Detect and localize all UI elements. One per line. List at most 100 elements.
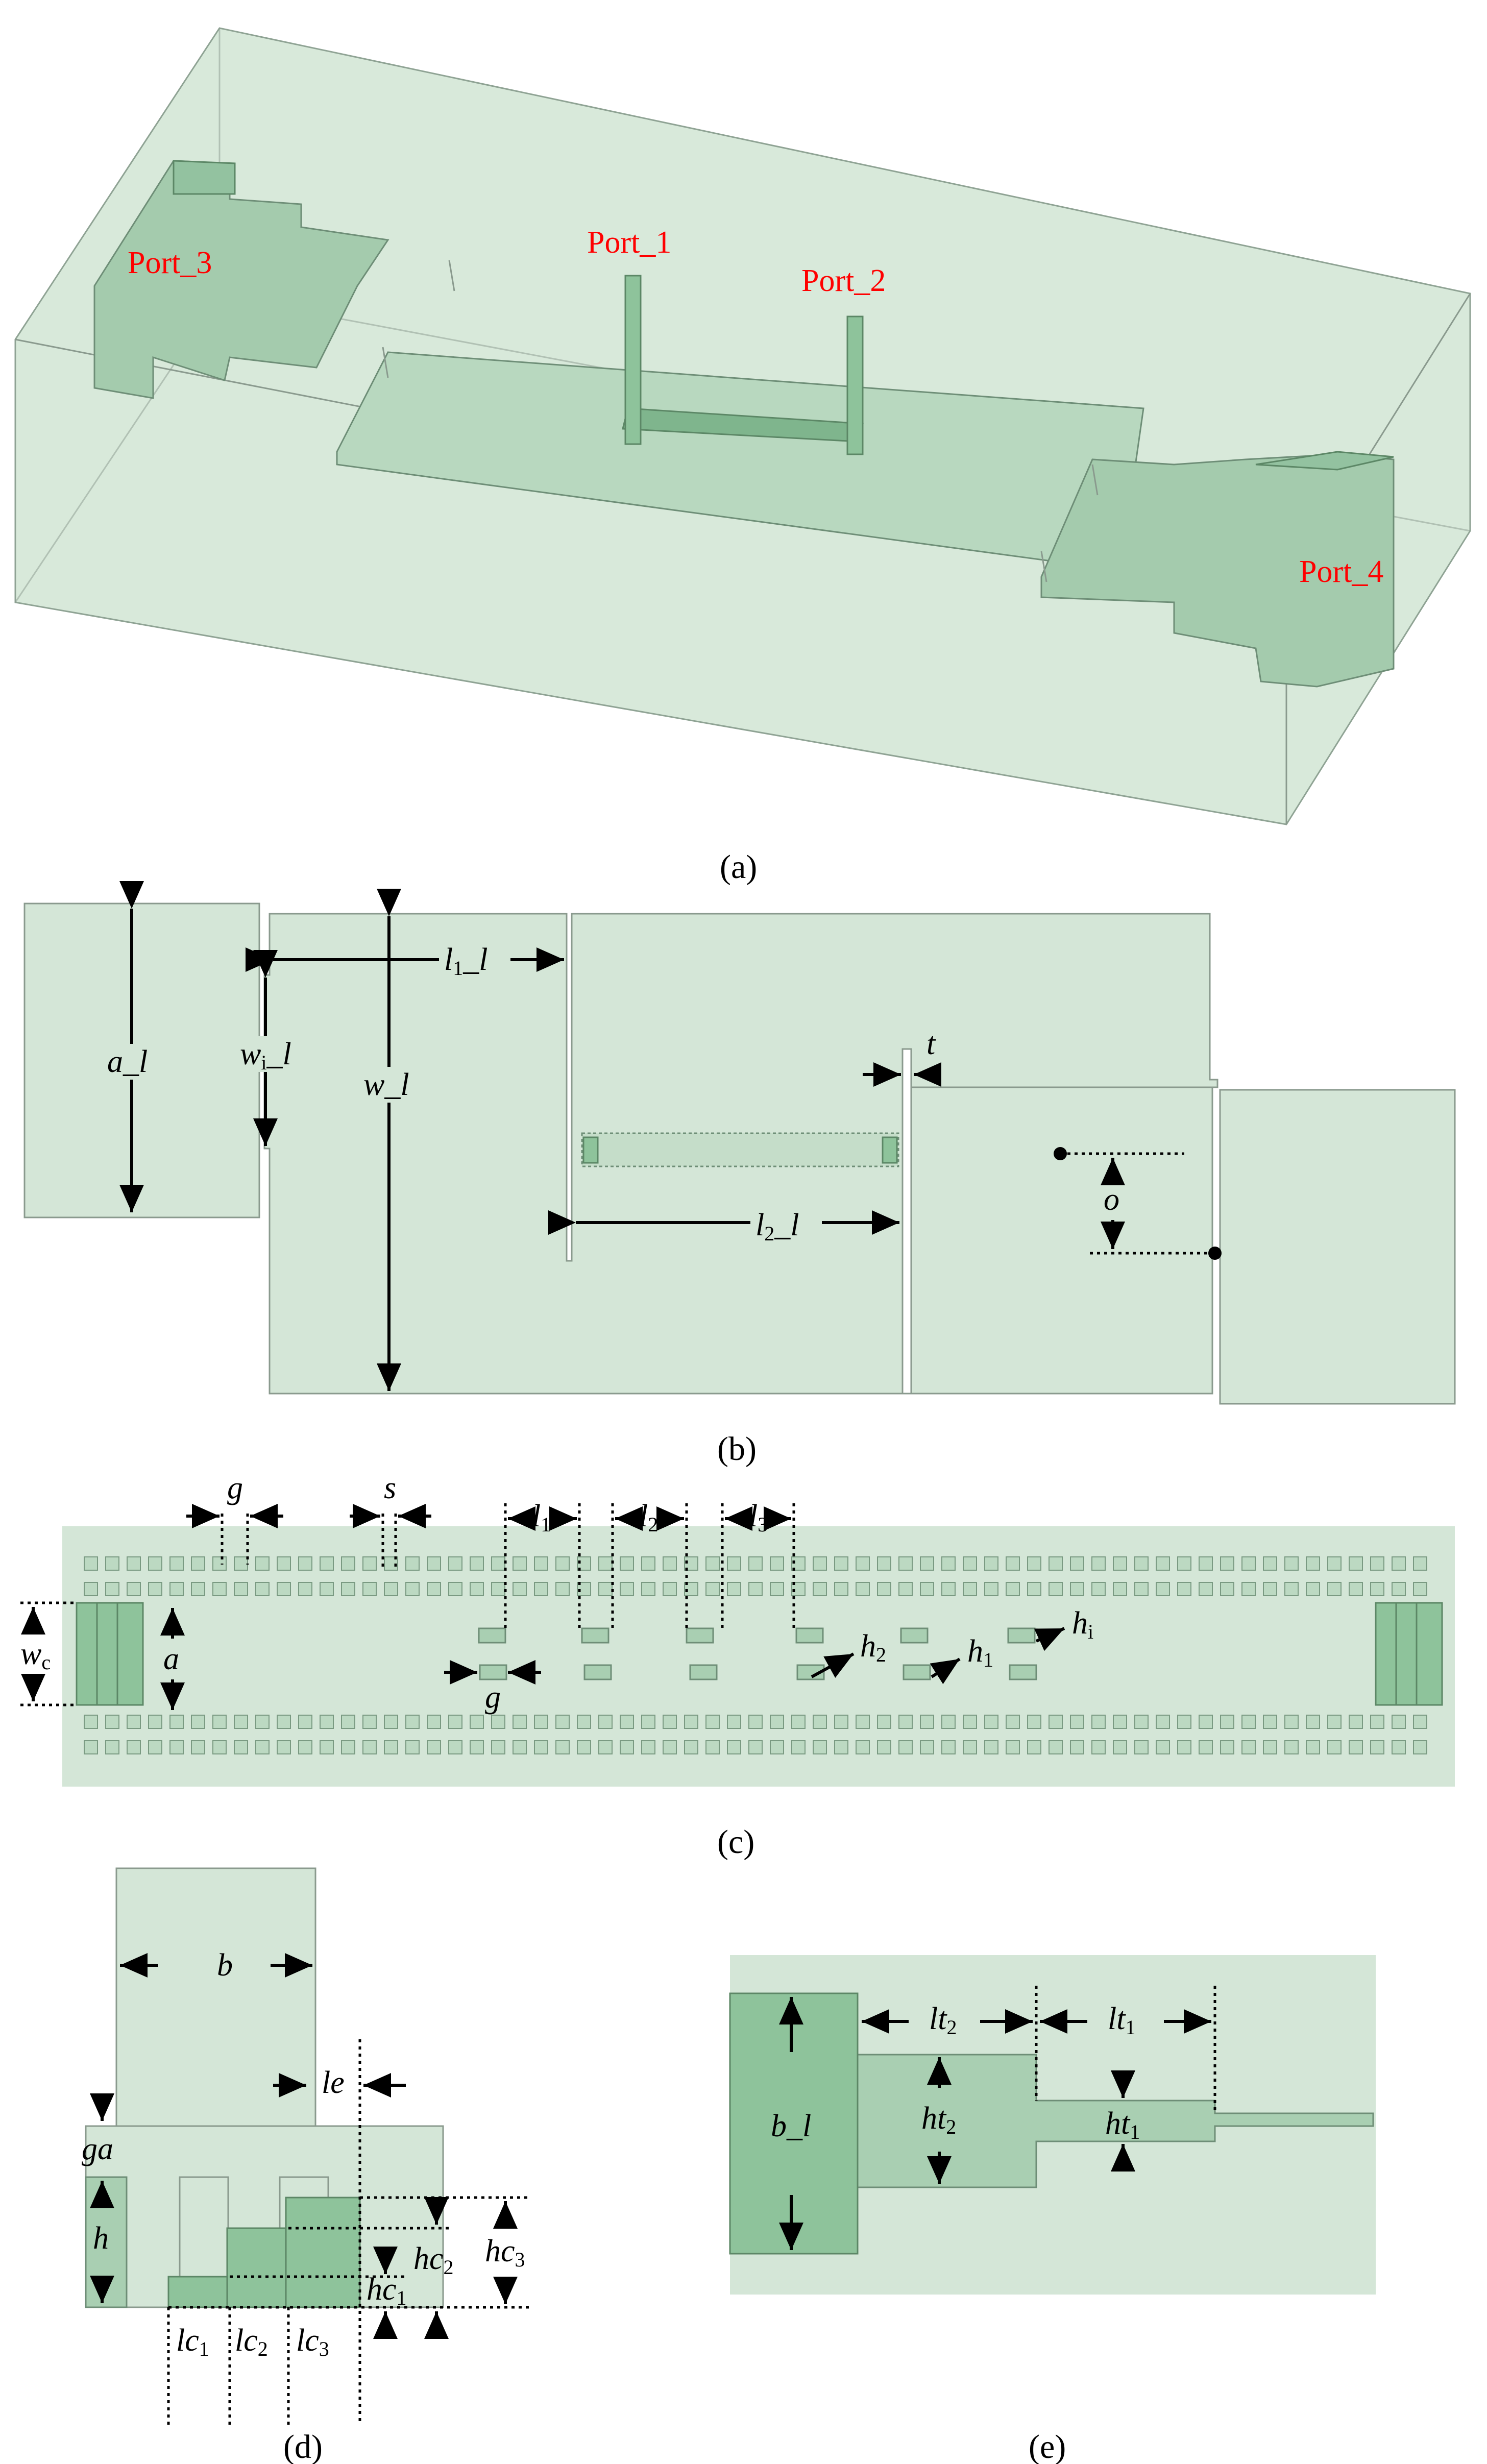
via-hole — [620, 1715, 634, 1729]
via-hole — [1177, 1556, 1191, 1571]
via-hole — [277, 1582, 291, 1596]
label-l1_l: l1_l — [444, 942, 487, 980]
via-hole — [963, 1715, 977, 1729]
via-hole — [127, 1740, 141, 1754]
via-hole — [641, 1556, 655, 1571]
via-hole — [1413, 1740, 1427, 1754]
label-wc: wc — [20, 1637, 51, 1674]
via-hole — [212, 1556, 227, 1571]
via-hole — [1199, 1740, 1213, 1754]
slot-left-a — [448, 260, 455, 291]
label-hc2: hc2 — [413, 2241, 454, 2279]
caption-e: (e) — [1029, 2428, 1066, 2464]
via-hole — [212, 1582, 227, 1596]
panel-a: Port_3 Port_1 Port_2 Port_4 (a) — [14, 27, 1471, 886]
via-hole — [1413, 1582, 1427, 1596]
via-hole — [1263, 1740, 1277, 1754]
via-hole — [834, 1556, 848, 1571]
via-hole — [277, 1715, 291, 1729]
via-hole — [1070, 1715, 1084, 1729]
via-hole — [663, 1556, 677, 1571]
via-hole — [984, 1740, 998, 1754]
via-hole — [813, 1715, 827, 1729]
via-hole — [491, 1556, 505, 1571]
probe-step-3 — [285, 2197, 361, 2308]
label-b: b — [217, 1948, 233, 1983]
via-hole — [105, 1556, 119, 1571]
via-hole — [1027, 1556, 1041, 1571]
via-hole — [1156, 1740, 1170, 1754]
via-hole — [127, 1556, 141, 1571]
via-hole — [362, 1556, 377, 1571]
via-hole — [513, 1556, 527, 1571]
via-hole — [641, 1715, 655, 1729]
via-hole — [191, 1715, 205, 1729]
via-hole — [920, 1740, 934, 1754]
via-hole — [1006, 1582, 1020, 1596]
via-hole — [384, 1715, 398, 1729]
port3-top — [173, 160, 236, 195]
via-hole — [1113, 1740, 1127, 1754]
via-hole — [748, 1715, 763, 1729]
via-hole — [598, 1556, 613, 1571]
via-hole — [941, 1715, 956, 1729]
via-hole — [362, 1740, 377, 1754]
via-hole — [1049, 1556, 1063, 1571]
via-hole — [984, 1556, 998, 1571]
via-hole — [255, 1740, 270, 1754]
via-hole — [298, 1582, 312, 1596]
waveguide-port-e — [729, 1992, 859, 2255]
via-hole — [705, 1740, 720, 1754]
caption-c: (c) — [717, 1823, 754, 1861]
via-hole — [212, 1715, 227, 1729]
via-hole — [341, 1582, 355, 1596]
via-hole — [1199, 1582, 1213, 1596]
via-hole — [513, 1715, 527, 1729]
via-hole — [127, 1715, 141, 1729]
label-l1: l1 — [532, 1499, 551, 1536]
via-hole — [1156, 1582, 1170, 1596]
slot-t — [901, 1048, 912, 1395]
via-hole — [1306, 1582, 1320, 1596]
via-hole — [1370, 1556, 1384, 1571]
via-hole — [813, 1740, 827, 1754]
slot-right-b — [1040, 551, 1047, 582]
via-hole — [791, 1715, 806, 1729]
via-hole — [941, 1582, 956, 1596]
via-hole — [1049, 1740, 1063, 1754]
via-hole — [941, 1740, 956, 1754]
label-h1: h1 — [967, 1634, 993, 1671]
via-hole — [212, 1740, 227, 1754]
via-hole — [1113, 1582, 1127, 1596]
via-hole — [105, 1582, 119, 1596]
via-hole — [148, 1556, 162, 1571]
label-lc2: lc2 — [235, 2323, 268, 2360]
via-hole — [384, 1582, 398, 1596]
label-o: o — [1104, 1182, 1119, 1217]
via-hole — [534, 1582, 548, 1596]
via-hole — [984, 1715, 998, 1729]
via-hole — [448, 1740, 462, 1754]
via-hole — [255, 1715, 270, 1729]
via-hole — [491, 1715, 505, 1729]
via-hole — [1027, 1715, 1041, 1729]
via-hole — [1091, 1740, 1106, 1754]
label-hc1: hc1 — [367, 2272, 407, 2309]
via-hole — [1156, 1715, 1170, 1729]
via-hole — [770, 1582, 784, 1596]
via-hole — [84, 1715, 98, 1729]
via-hole — [555, 1556, 570, 1571]
label-lc3: lc3 — [296, 2323, 329, 2360]
via-hole — [1049, 1715, 1063, 1729]
via-hole — [1177, 1740, 1191, 1754]
via-hole — [856, 1715, 870, 1729]
via-hole — [1284, 1740, 1299, 1754]
slot-right-a — [1091, 464, 1099, 496]
via-hole — [320, 1740, 334, 1754]
via-hole — [1349, 1582, 1363, 1596]
via-hole — [1156, 1556, 1170, 1571]
via-hole — [105, 1715, 119, 1729]
via-hole — [1006, 1715, 1020, 1729]
via-hole — [920, 1582, 934, 1596]
probe-step-1 — [167, 2276, 231, 2308]
